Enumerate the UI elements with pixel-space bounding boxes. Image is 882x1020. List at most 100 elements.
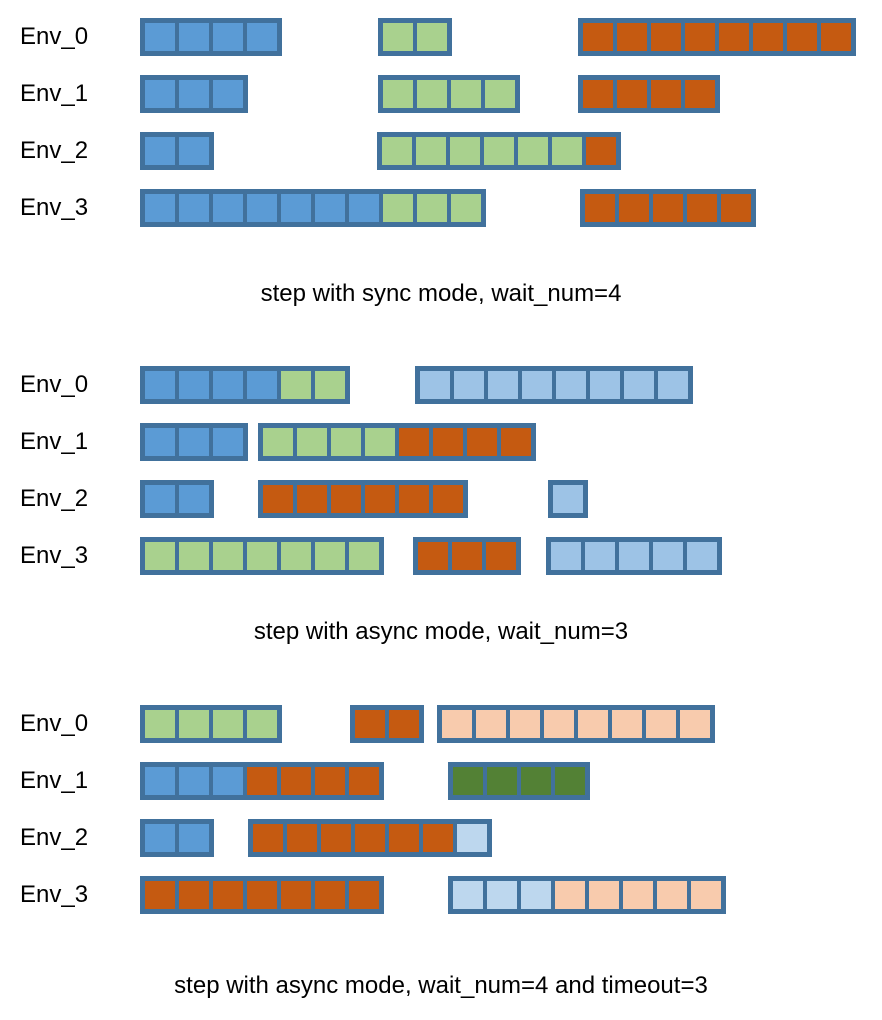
orange-step-cell — [653, 194, 683, 222]
blue-step-cell — [145, 485, 175, 513]
orange-step-cell — [247, 881, 277, 909]
blue-step-cell — [145, 23, 175, 51]
lightblue-step-cell — [653, 542, 683, 570]
peach-step-cell — [691, 881, 721, 909]
green-step-cell — [518, 137, 548, 165]
orange-step-cell — [263, 485, 293, 513]
orange-step-cell — [213, 881, 243, 909]
orange-step-cell — [331, 485, 361, 513]
peach-step-cell — [589, 881, 619, 909]
peach-step-cell — [476, 710, 506, 738]
blue-step-cell — [213, 194, 243, 222]
timeline-bar — [546, 537, 722, 575]
green-step-cell — [247, 542, 277, 570]
orange-step-cell — [651, 23, 681, 51]
orange-step-cell — [321, 824, 351, 852]
timeline-bar — [377, 132, 621, 170]
green-step-cell — [383, 23, 413, 51]
orange-step-cell — [247, 767, 277, 795]
orange-step-cell — [685, 80, 715, 108]
lightblue-step-cell — [522, 371, 552, 399]
green-step-cell — [263, 428, 293, 456]
panel-2-env-label-3: Env_3 — [20, 881, 89, 908]
green-step-cell — [213, 542, 243, 570]
timeline-bar — [140, 423, 248, 461]
peach-step-cell — [646, 710, 676, 738]
orange-step-cell — [586, 137, 616, 165]
peach-step-cell — [555, 881, 585, 909]
green-step-cell — [145, 710, 175, 738]
orange-step-cell — [583, 80, 613, 108]
timeline-bar — [140, 366, 350, 404]
timeline-bar — [437, 705, 715, 743]
orange-step-cell — [253, 824, 283, 852]
timeline-bar — [140, 876, 384, 914]
panel-caption-1: step with async mode, wait_num=3 — [253, 618, 629, 645]
peach-step-cell — [612, 710, 642, 738]
panel-0-env-label-3: Env_3 — [20, 194, 89, 221]
orange-step-cell — [315, 881, 345, 909]
orange-step-cell — [501, 428, 531, 456]
timeline-bar — [415, 366, 693, 404]
panel-0-env-label-2: Env_2 — [20, 137, 89, 164]
timeline-bar — [140, 132, 214, 170]
lightblue-step-cell — [454, 371, 484, 399]
orange-step-cell — [617, 80, 647, 108]
orange-step-cell — [399, 428, 429, 456]
orange-step-cell — [423, 824, 453, 852]
blue-step-cell — [179, 137, 209, 165]
orange-step-cell — [467, 428, 497, 456]
green-step-cell — [281, 371, 311, 399]
peach-step-cell — [510, 710, 540, 738]
timeline-bar — [140, 189, 486, 227]
orange-step-cell — [355, 710, 385, 738]
green-step-cell — [382, 137, 412, 165]
blue-step-cell — [247, 23, 277, 51]
blue-step-cell — [213, 371, 243, 399]
green-step-cell — [383, 194, 413, 222]
green-step-cell — [417, 194, 447, 222]
orange-step-cell — [389, 824, 419, 852]
blue-step-cell — [213, 767, 243, 795]
timeline-bar — [580, 189, 756, 227]
lightblue-step-cell — [420, 371, 450, 399]
orange-step-cell — [145, 881, 175, 909]
panel-2-env-label-2: Env_2 — [20, 824, 89, 851]
darkgreen-step-cell — [487, 767, 517, 795]
orange-step-cell — [355, 824, 385, 852]
blue-step-cell — [179, 824, 209, 852]
blue-step-cell — [145, 137, 175, 165]
green-step-cell — [297, 428, 327, 456]
green-step-cell — [416, 137, 446, 165]
green-step-cell — [450, 137, 480, 165]
blue-step-cell — [145, 824, 175, 852]
lightblue-step-cell — [553, 485, 583, 513]
panel-caption-0: step with sync mode, wait_num=4 — [260, 280, 622, 307]
peach-step-cell — [623, 881, 653, 909]
orange-step-cell — [349, 767, 379, 795]
green-step-cell — [451, 194, 481, 222]
orange-step-cell — [349, 881, 379, 909]
timeline-bar — [248, 819, 492, 857]
green-step-cell — [485, 80, 515, 108]
peach-step-cell — [544, 710, 574, 738]
timeline-bar — [258, 423, 536, 461]
blue-step-cell — [145, 194, 175, 222]
orange-step-cell — [315, 767, 345, 795]
orange-step-cell — [399, 485, 429, 513]
blue-step-cell — [281, 194, 311, 222]
lightblue-step-cell — [551, 542, 581, 570]
orange-step-cell — [452, 542, 482, 570]
panel-0-env-label-1: Env_1 — [20, 80, 89, 107]
panel-2-env-label-0: Env_0 — [20, 710, 89, 737]
blue-step-cell — [349, 194, 379, 222]
timeline-bar — [140, 480, 214, 518]
peach-step-cell — [680, 710, 710, 738]
timeline-bar — [578, 18, 856, 56]
orange-step-cell — [685, 23, 715, 51]
blue-step-cell — [145, 767, 175, 795]
green-step-cell — [315, 542, 345, 570]
timeline-bar — [258, 480, 468, 518]
panel-1-env-label-1: Env_1 — [20, 428, 89, 455]
